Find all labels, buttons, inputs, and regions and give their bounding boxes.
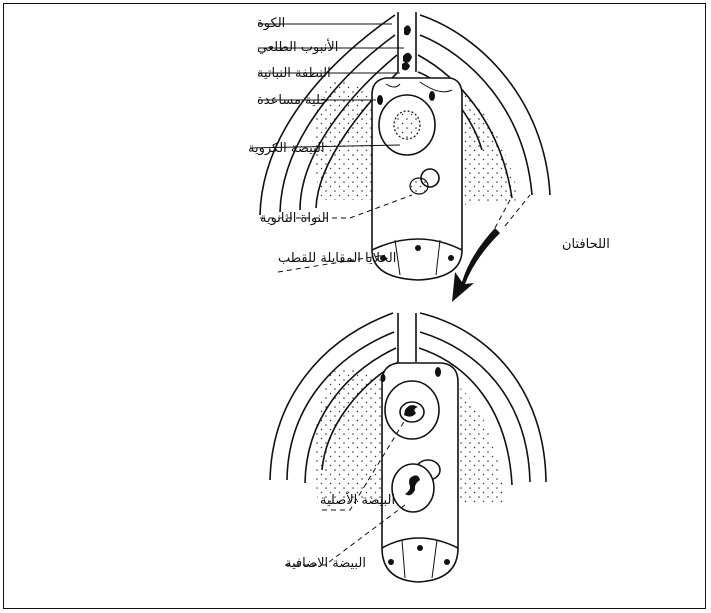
label-secondary-nucleus: النواة الثانوية (260, 211, 329, 226)
top-antipodal-nucleus-2 (415, 245, 421, 251)
top-sperm-2 (403, 53, 412, 63)
bottom-ovule (270, 313, 546, 582)
top-sperm-1 (404, 25, 411, 35)
label-pollen-tube: الأنبوب الطلعي (257, 38, 338, 55)
leader-integuments-1 (495, 200, 510, 228)
label-synergid: خلية مساعدة (257, 93, 328, 108)
top-secondary-nucleus-b (410, 178, 428, 194)
bottom-antipodal-nucleus-3 (444, 559, 450, 565)
label-zygote: البيضة الأصلية (320, 491, 395, 508)
top-egg-nucleus (394, 111, 420, 139)
label-egg-cell: البيضة الكروية (248, 141, 325, 156)
bottom-antipodal-nucleus-1 (388, 559, 394, 565)
label-sperm-nucleus: النطفة النباتية (257, 66, 331, 81)
top-synergid-right-nucleus (429, 91, 435, 101)
bottom-synergid-right-nucleus (435, 367, 441, 377)
top-sperm-3 (402, 62, 410, 70)
label-integuments: اللحافتان (562, 237, 610, 252)
bottom-antipodal-nucleus-2 (417, 545, 423, 551)
label-antipodal-cells: الخلايا المقابلة للقطب (278, 251, 396, 266)
top-antipodal-nucleus-3 (448, 255, 454, 261)
bottom-nucellus-tissue (315, 370, 382, 505)
top-synergid-left-nucleus (377, 95, 383, 105)
label-micropyle: الكوة (257, 16, 285, 31)
label-endosperm-nucleus: البيضة الاضافية (285, 556, 366, 571)
bottom-synergid-left-nucleus (381, 374, 386, 382)
